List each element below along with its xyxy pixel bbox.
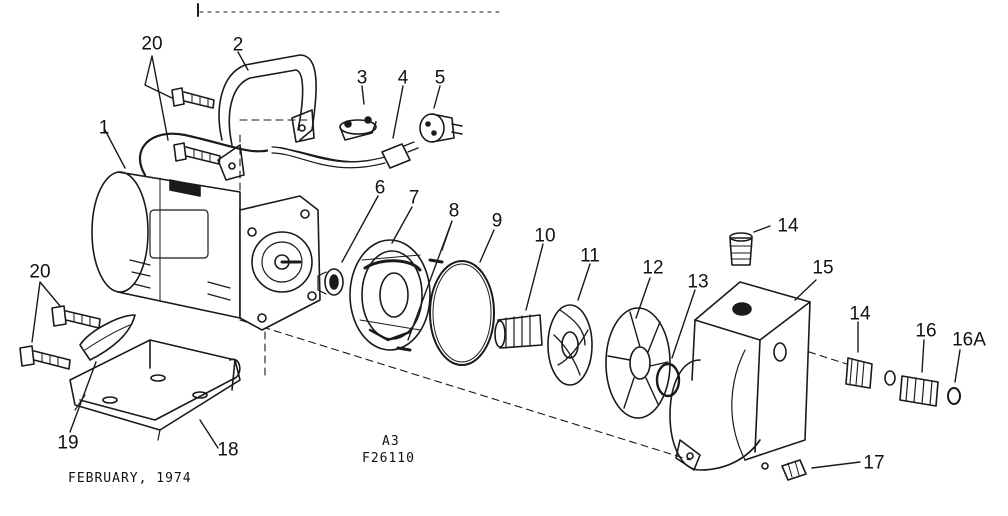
- screw-lower-1: [51, 305, 101, 329]
- cushion: [79, 314, 136, 361]
- figure-code-line2: F26110: [362, 451, 415, 466]
- label-part-18: 18: [217, 439, 239, 461]
- receptacle: [419, 113, 463, 143]
- washer: [947, 387, 961, 405]
- top-fitting: [729, 232, 753, 266]
- leader-lines: [31, 51, 961, 469]
- label-part-15: 15: [812, 257, 834, 279]
- label-part-12: 12: [642, 257, 664, 279]
- pins: [396, 258, 444, 352]
- label-part-19: 19: [57, 432, 79, 454]
- label-part-4: 4: [397, 67, 409, 89]
- label-part-1: 1: [98, 117, 110, 139]
- label-part-11: 11: [580, 245, 600, 267]
- side-fitting: [845, 357, 896, 389]
- bearing: [317, 268, 344, 296]
- screw-lower-2: [19, 345, 71, 370]
- screw-upper-1: [171, 87, 215, 109]
- label-part-5: 5: [434, 67, 446, 89]
- o-ring: [429, 260, 495, 366]
- label-part-14-top: 14: [777, 215, 799, 237]
- pump-housing: [669, 281, 811, 471]
- label-part-2: 2: [232, 34, 244, 56]
- label-part-3: 3: [356, 67, 368, 89]
- label-part-14-side: 14: [849, 303, 871, 325]
- seal-plate: [349, 239, 431, 351]
- base: [69, 339, 241, 441]
- label-part-8: 8: [448, 200, 460, 222]
- impeller: [547, 304, 593, 386]
- figure-code-line1: A3: [382, 434, 400, 449]
- label-part-16: 16: [915, 320, 937, 342]
- label-part-16a: 16A: [952, 329, 986, 351]
- label-part-9: 9: [491, 210, 503, 232]
- label-part-20-upper: 20: [141, 33, 163, 55]
- handle: [217, 54, 317, 181]
- screw-upper-2: [173, 142, 221, 165]
- label-part-20-lower: 20: [29, 261, 51, 283]
- date-caption: FEBRUARY, 1974: [68, 471, 192, 486]
- label-part-17: 17: [863, 452, 885, 474]
- diffuser: [605, 307, 671, 419]
- label-part-10: 10: [534, 225, 556, 247]
- screws: [19, 87, 221, 370]
- label-part-13: 13: [687, 271, 709, 293]
- label-part-7: 7: [408, 187, 420, 209]
- drain-plug: [781, 459, 807, 481]
- small-o-ring: [655, 362, 681, 398]
- motor: [91, 171, 321, 331]
- label-part-6: 6: [374, 177, 386, 199]
- cord-plug: [381, 141, 419, 169]
- shaft-seal: [494, 314, 543, 349]
- nozzle: [899, 375, 939, 407]
- cord-clamp: [339, 116, 377, 141]
